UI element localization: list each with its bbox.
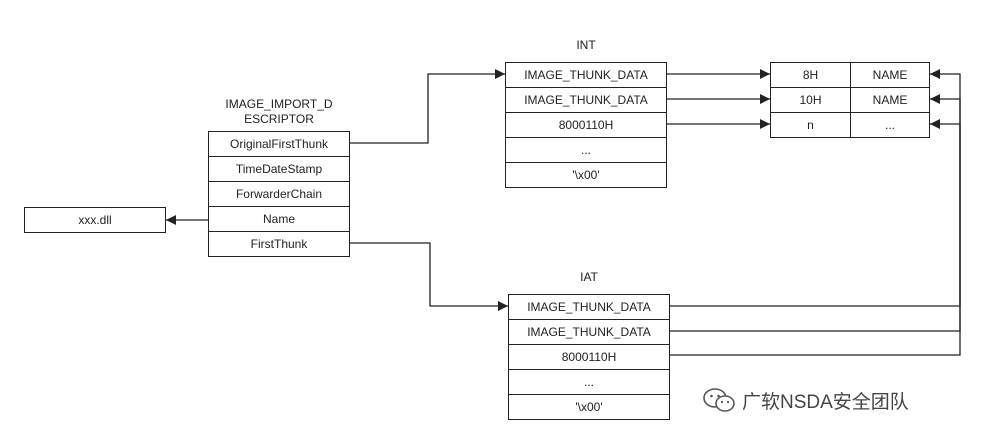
name-table-name-1: NAME xyxy=(850,62,930,88)
int-row-2: IMAGE_THUNK_DATA xyxy=(505,87,667,113)
iat-row-5: '\x00' xyxy=(508,394,670,420)
iat-row-1: IMAGE_THUNK_DATA xyxy=(508,294,670,320)
iat-row-2: IMAGE_THUNK_DATA xyxy=(508,319,670,345)
wechat-icon xyxy=(703,388,735,412)
int-row-1: IMAGE_THUNK_DATA xyxy=(505,62,667,88)
dll-name-box: xxx.dll xyxy=(24,207,166,233)
descriptor-field-originalfirstthunk: OriginalFirstThunk xyxy=(208,131,350,157)
descriptor-field-firstthunk: FirstThunk xyxy=(208,231,350,257)
name-table-hint-2: 10H xyxy=(770,87,851,113)
descriptor-title-line1: IMAGE_IMPORT_D xyxy=(225,97,333,111)
descriptor-title-line2: ESCRIPTOR xyxy=(244,112,314,126)
name-table-hint-3: n xyxy=(770,112,851,138)
arrow-originalfirstthunk-to-int xyxy=(350,69,505,144)
arrow-iat-row3-to-name xyxy=(670,119,961,356)
name-table-name-3: ... xyxy=(850,112,930,138)
iat-row-4: ... xyxy=(508,369,670,395)
name-table-name-2: NAME xyxy=(850,87,930,113)
descriptor-field-forwarderchain: ForwarderChain xyxy=(208,181,350,207)
int-row-3: 8000110H xyxy=(505,112,667,138)
iat-row-3: 8000110H xyxy=(508,344,670,370)
watermark-text: 广软NSDA安全团队 xyxy=(742,391,909,413)
name-table-hint-1: 8H xyxy=(770,62,851,88)
descriptor-field-name: Name xyxy=(208,206,350,232)
int-row-4: ... xyxy=(505,137,667,163)
int-title: INT xyxy=(576,38,596,52)
descriptor-title: IMAGE_IMPORT_D ESCRIPTOR xyxy=(208,97,350,127)
int-row-5: '\x00' xyxy=(505,162,667,188)
arrow-firstthunk-to-iat xyxy=(350,242,508,311)
iat-title: IAT xyxy=(580,270,598,284)
descriptor-field-timedatestamp: TimeDateStamp xyxy=(208,156,350,182)
watermark: 广软NSDA安全团队 xyxy=(702,385,909,415)
